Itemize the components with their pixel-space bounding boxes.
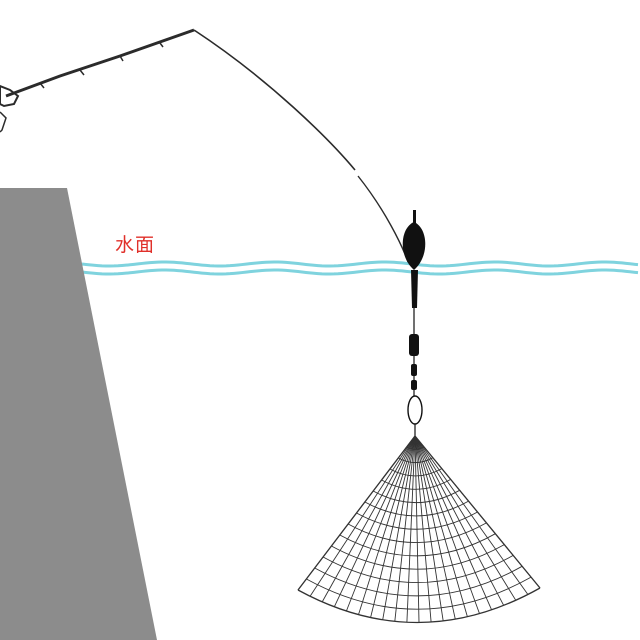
net-ring xyxy=(381,479,451,490)
water-surface-lines xyxy=(81,260,639,276)
net-ring xyxy=(322,555,514,583)
water-line-upper xyxy=(81,260,639,268)
water-line-lower xyxy=(81,268,639,276)
net-ring xyxy=(364,500,469,517)
rod-lower-section xyxy=(5,28,195,98)
fishing-net-icon xyxy=(297,435,541,624)
net-ring xyxy=(331,544,505,570)
net-ring xyxy=(398,457,434,464)
float-stem xyxy=(411,270,418,308)
net-ring xyxy=(339,533,496,557)
rod-tip-curve xyxy=(193,29,356,171)
net-ring xyxy=(314,565,523,597)
rod-butt-reel xyxy=(0,84,20,108)
rod-tip-end xyxy=(357,175,409,263)
net-ring xyxy=(306,576,532,610)
fishing-rod-icon xyxy=(0,28,409,263)
net-ring xyxy=(389,468,443,477)
net-ring xyxy=(406,446,425,450)
rod-reel-lower xyxy=(0,111,7,133)
net-ring xyxy=(297,587,541,624)
sinker xyxy=(409,334,419,356)
float-body xyxy=(402,222,426,270)
net-ring xyxy=(372,489,460,504)
bait-bead xyxy=(407,395,423,425)
water-surface-label: 水面 xyxy=(115,234,156,256)
net-edge-right xyxy=(414,435,541,589)
rod-guides xyxy=(39,42,164,89)
float-icon xyxy=(402,210,426,436)
net-edge-left xyxy=(297,435,416,591)
net-ring xyxy=(356,511,478,530)
float-antenna xyxy=(413,210,416,226)
pier-wall-icon xyxy=(0,188,157,640)
net-ring xyxy=(347,522,487,543)
